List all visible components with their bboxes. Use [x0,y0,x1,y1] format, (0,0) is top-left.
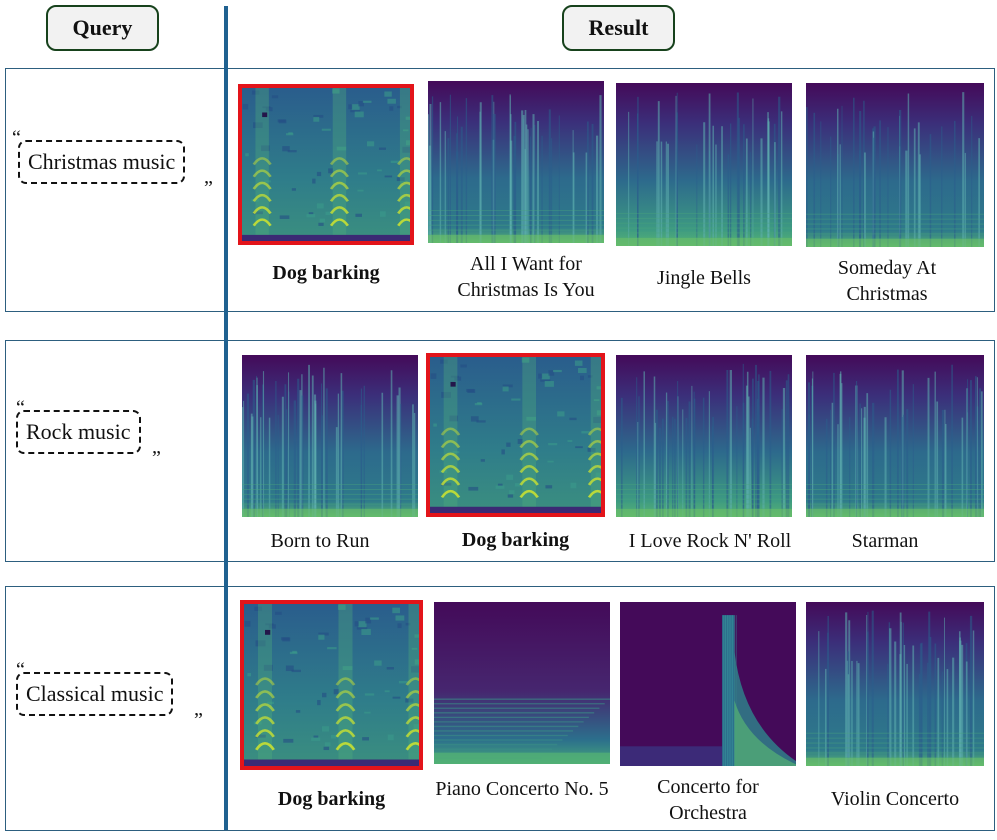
query-text: Christmas music [28,149,176,174]
spectrogram-jingle-bells [616,83,792,246]
spectrogram-image [242,355,418,517]
spectrogram-image [430,357,601,513]
close-quote: ” [152,447,161,469]
column-divider [224,6,228,830]
result-label: Violin Concerto [830,788,960,810]
spectrogram-i-love-rock-n-roll [616,355,792,517]
result-label: Born to Run [270,530,370,552]
spectrogram-image [806,602,984,766]
result-label: Starman [851,530,919,552]
spectrogram-starman [806,355,984,517]
spectrogram-dog-barking [426,353,605,517]
spectrogram-image [242,88,410,241]
query-header: Query [46,5,159,51]
close-quote: ” [194,709,203,731]
spectrogram-violin-concerto [806,602,984,766]
query-text-box: Classical music [16,672,174,716]
result-header-label: Result [588,15,649,40]
spectrogram-someday-at-christmas [806,83,984,247]
spectrogram-image [616,355,792,517]
result-label: Piano Concerto No. 5 [435,778,609,800]
result-header: Result [562,5,675,51]
query-text-box: Rock music [16,410,141,454]
open-quote: “ [16,659,25,681]
result-label: All I Want for Christmas Is You [457,253,595,301]
query-text: Classical music [26,681,164,706]
open-quote: “ [16,397,25,419]
query-header-label: Query [72,15,133,40]
result-label: Dog barking [277,788,386,810]
spectrogram-piano-concerto [434,602,610,764]
result-label: Dog barking [461,529,570,551]
spectrogram-image [244,604,419,766]
query-text-box: Christmas music [18,140,186,184]
query-rock: “ Rock music ” [12,398,212,468]
spectrogram-image [806,83,984,247]
spectrogram-image [620,602,796,766]
result-label: Dog barking [272,262,380,284]
spectrogram-image [434,602,610,764]
spectrogram-all-i-want [428,81,604,243]
spectrogram-born-to-run [242,355,418,517]
spectrogram-image [616,83,792,246]
result-label: I Love Rock N' Roll [628,530,792,552]
spectrogram-dog-barking [240,600,423,770]
result-label: Concerto for Orchestra [657,776,759,824]
spectrogram-image [806,355,984,517]
close-quote: ” [204,177,213,199]
query-text: Rock music [26,419,131,444]
query-classical: “ Classical music ” [12,660,212,730]
open-quote: “ [12,127,21,149]
result-label: Jingle Bells [657,267,751,289]
spectrogram-dog-barking [238,84,414,245]
spectrogram-image [428,81,604,243]
spectrogram-concerto-for-orchestra [620,602,796,766]
query-christmas: “ Christmas music ” [12,127,213,199]
result-label: Someday At Christmas [837,257,937,305]
